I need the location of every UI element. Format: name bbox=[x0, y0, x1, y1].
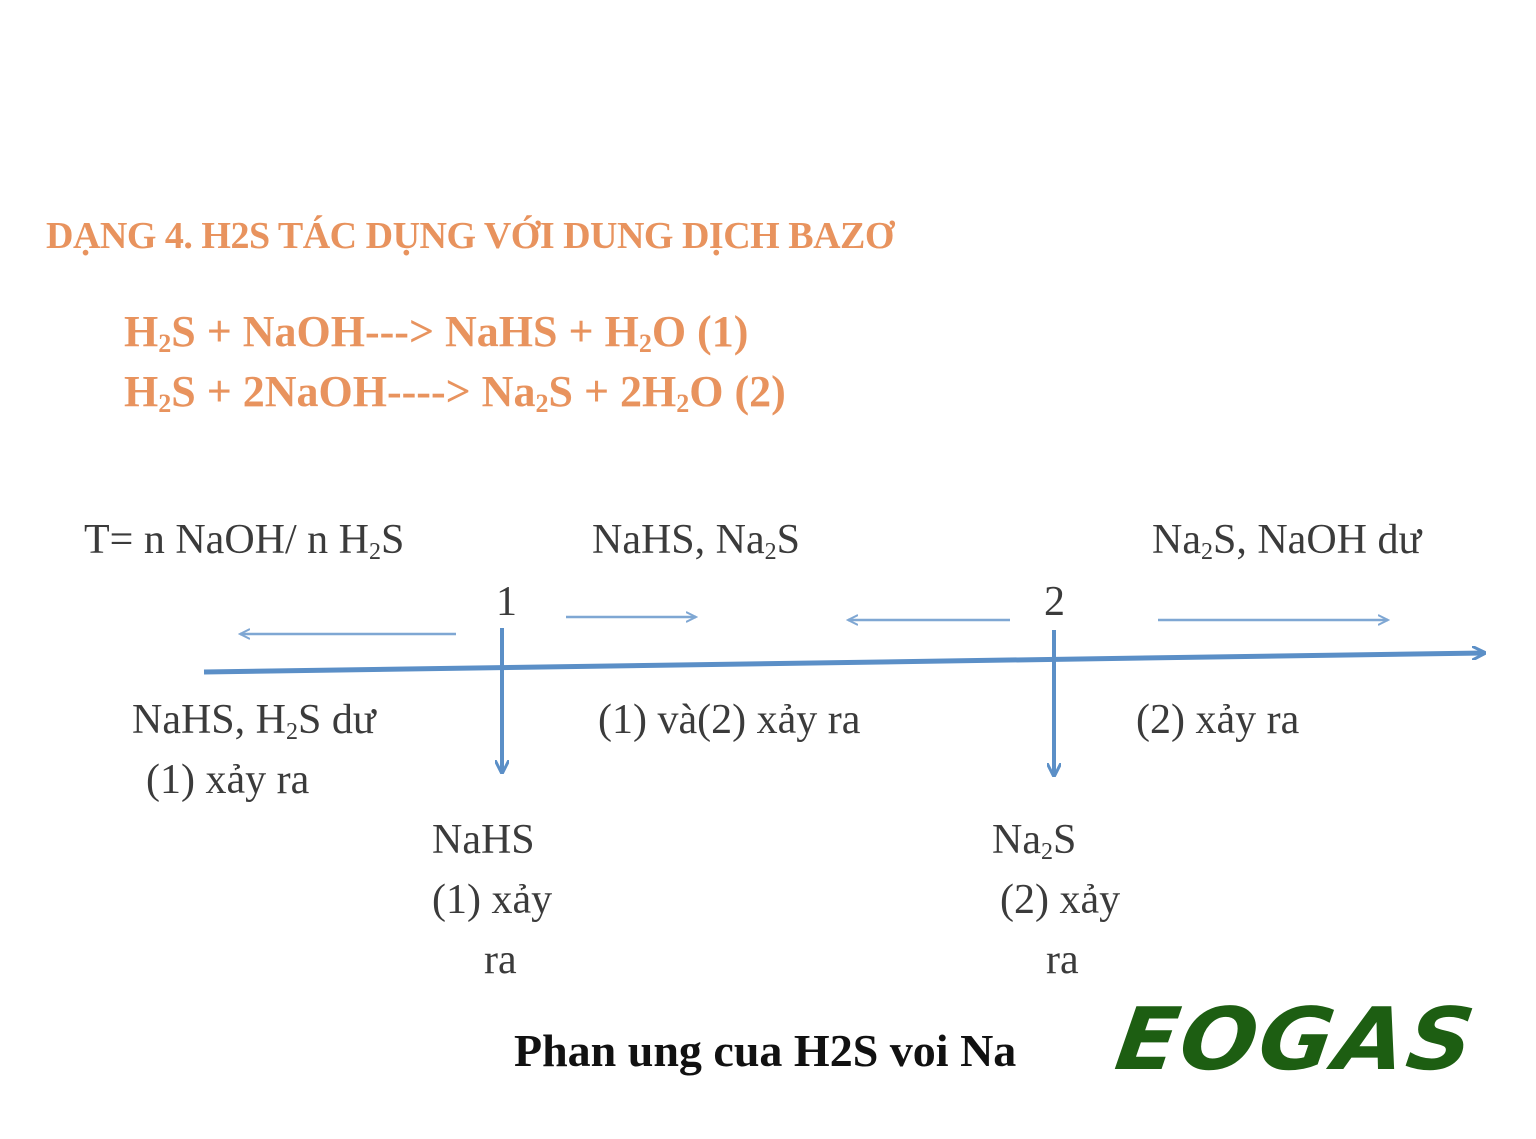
point2-reaction-cont: ra bbox=[1046, 937, 1079, 983]
point1-reaction-cont: ra bbox=[484, 937, 517, 983]
mid-top-label: NaHS, Na2S bbox=[592, 517, 800, 565]
heading: DẠNG 4. H2S TÁC DỤNG VỚI DUNG DỊCH BAZƠ bbox=[46, 215, 894, 257]
equation-2: H2S + 2NaOH----> Na2S + 2H2O (2) bbox=[124, 367, 786, 418]
point1-reaction: (1) xảy bbox=[432, 877, 553, 923]
point1-product: NaHS bbox=[432, 817, 535, 863]
mid-bottom-label: (1) và(2) xảy ra bbox=[598, 697, 861, 743]
ratio-label: T= n NaOH/ n H2S bbox=[84, 517, 405, 565]
left-bottom-label: NaHS, H2S dư bbox=[132, 697, 376, 745]
main-axis-arrow bbox=[203, 653, 1484, 675]
eogas-logo: EOGAS bbox=[1110, 990, 1482, 1090]
point2-reaction: (2) xảy bbox=[1000, 877, 1121, 923]
equation-1: H2S + NaOH---> NaHS + H2O (1) bbox=[124, 307, 749, 358]
left-bottom-reaction: (1) xảy ra bbox=[146, 757, 310, 803]
tick-label-1: 1 bbox=[496, 579, 517, 625]
caption: Phan ung cua H2S voi Na bbox=[514, 1025, 1017, 1076]
right-bottom-label: (2) xảy ra bbox=[1136, 697, 1300, 743]
logo-text: EOGAS bbox=[1109, 990, 1483, 1090]
right-top-label: Na2S, NaOH dư bbox=[1152, 517, 1422, 565]
tick-label-2: 2 bbox=[1044, 579, 1065, 625]
point2-product: Na2S bbox=[992, 817, 1077, 865]
